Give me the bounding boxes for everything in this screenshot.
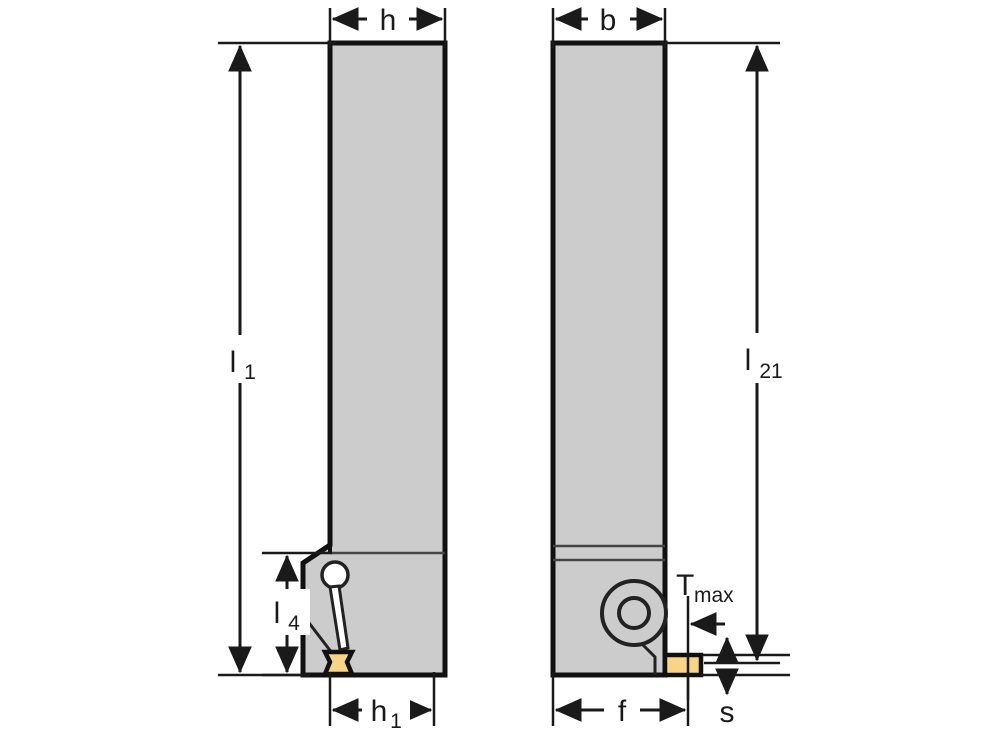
slot-relief-hole — [320, 560, 350, 590]
dim-s-label: s — [720, 696, 735, 729]
dim-l1-label-bg — [221, 335, 267, 383]
dimension-h1: h 1 — [328, 672, 436, 733]
dim-h1-label-bg — [362, 692, 410, 724]
dimension-tmax: T max — [676, 569, 734, 700]
dim-l4-label-bg — [266, 589, 310, 635]
dim-l4-subscript: 4 — [288, 612, 300, 635]
dim-tmax-subscript: max — [694, 584, 734, 607]
clamping-slot — [320, 560, 350, 652]
front-view-shank-body — [550, 40, 668, 678]
dim-f-label-bg — [604, 692, 640, 724]
dimension-l4: l 4 — [262, 551, 332, 677]
dim-b-label: b — [600, 4, 617, 37]
dim-b-label-bg — [588, 4, 630, 34]
dim-l1-subscript: 1 — [244, 361, 256, 384]
front-view-seat-line — [641, 643, 657, 675]
dim-l21-label-bg — [735, 333, 793, 383]
dim-l4-label: l — [274, 597, 281, 630]
dimension-b: b — [551, 4, 667, 48]
screw-inner-circle — [617, 596, 651, 630]
dim-h1-label: h — [371, 695, 388, 728]
clamping-screw — [600, 579, 668, 647]
dimension-h: h — [328, 4, 447, 48]
dim-l21-label: l — [745, 344, 752, 377]
front-view-group — [550, 40, 704, 678]
dim-tmax-label: T — [676, 569, 694, 602]
dimension-s: s — [701, 636, 790, 729]
dim-l1-label: l — [230, 346, 237, 379]
dimension-l21: l 21 — [660, 41, 793, 665]
dim-h-label-bg — [367, 4, 409, 34]
cutting-insert-side — [321, 649, 356, 677]
dim-h-label: h — [380, 4, 397, 37]
cutting-insert-front — [662, 652, 704, 678]
dim-f-label: f — [618, 695, 627, 728]
dim-l21-subscript: 21 — [759, 360, 782, 383]
dim-h1-subscript: 1 — [390, 710, 402, 733]
